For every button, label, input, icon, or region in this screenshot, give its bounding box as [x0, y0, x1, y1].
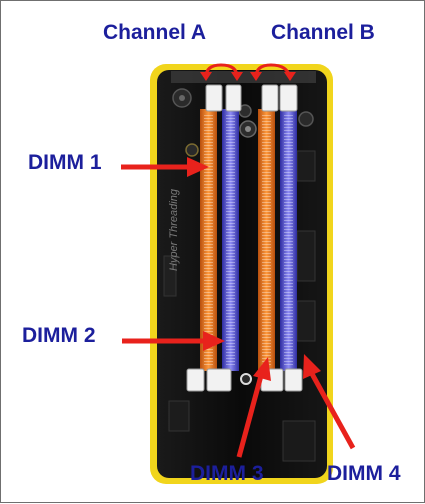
board-silkscreen-text: Hyper Threading: [168, 188, 180, 271]
slot-dimm-3: [258, 109, 275, 371]
slot-dimm-1: [200, 109, 217, 371]
slot-dimm-2: [222, 109, 239, 371]
slot-dimm-4: [280, 109, 297, 371]
arrow-dimm-3: [236, 357, 271, 458]
capacitors: [172, 88, 314, 385]
label-dimm-3: DIMM 3: [190, 462, 264, 485]
channel-arrows: [200, 63, 296, 81]
board-details: [163, 150, 316, 462]
arrow-dimm-1: [121, 157, 209, 177]
label-channel-a: Channel A: [103, 21, 207, 44]
memory-slots: [200, 109, 297, 371]
label-channel-b: Channel B: [271, 21, 375, 44]
label-dimm-1: DIMM 1: [28, 151, 102, 174]
arrow-dimm-2: [122, 331, 225, 351]
label-dimm-4: DIMM 4: [327, 462, 401, 485]
pointer-arrows: [121, 157, 356, 458]
arrow-dimm-4: [303, 354, 356, 450]
label-dimm-2: DIMM 2: [22, 324, 96, 347]
